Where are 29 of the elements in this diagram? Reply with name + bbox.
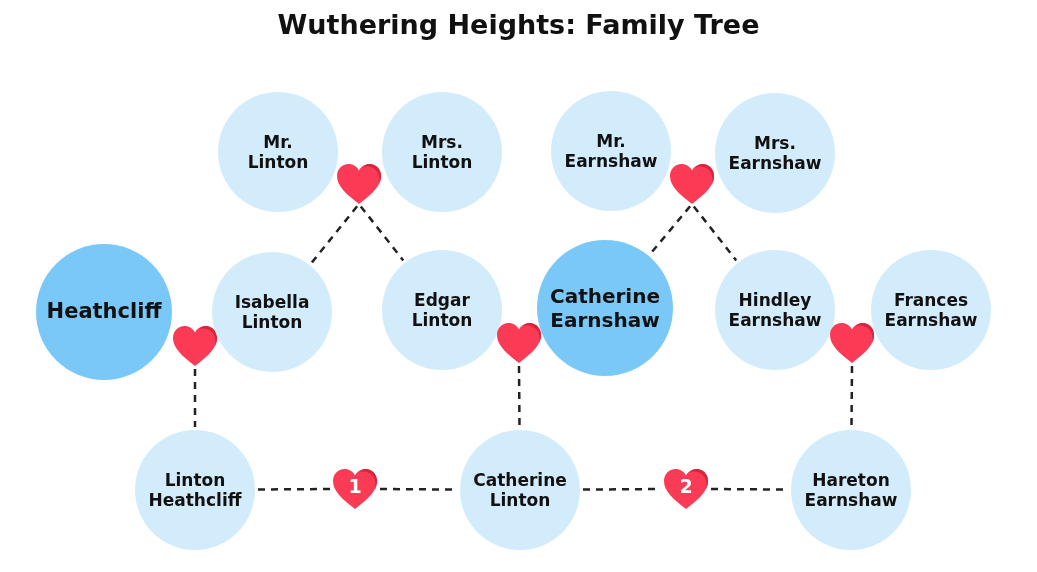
dashed-line — [692, 205, 738, 262]
heart-icon — [829, 322, 875, 364]
dashed-line — [850, 366, 854, 427]
person-name: Linton Heathcliff — [148, 469, 242, 511]
dashed-line — [649, 205, 692, 255]
heart-icon — [496, 322, 542, 364]
dashed-line — [359, 205, 405, 262]
person-name: Mrs. Linton — [411, 131, 473, 173]
heart-icon — [669, 163, 715, 205]
heart-icon — [172, 325, 218, 367]
person-name: Mr. Earnshaw — [564, 130, 658, 172]
heart-icon — [336, 163, 382, 205]
heart-number: 2 — [679, 477, 693, 496]
dashed-line — [193, 369, 197, 427]
person-name: Edgar Linton — [411, 289, 473, 331]
heart-number: 1 — [348, 477, 362, 496]
person-name: Heathcliff — [46, 299, 162, 325]
person-name: Catherine Linton — [473, 469, 567, 511]
person-name: Catherine Earnshaw — [549, 284, 661, 332]
person-name: Hareton Earnshaw — [804, 469, 898, 511]
person-name: Mr. Linton — [247, 131, 309, 173]
person-name: Frances Earnshaw — [884, 289, 978, 331]
person-name: Isabella Linton — [234, 291, 310, 333]
person-name: Mrs. Earnshaw — [728, 132, 822, 174]
dashed-line — [258, 487, 330, 491]
person-name: Hindley Earnshaw — [728, 289, 822, 331]
title: Wuthering Heights: Family Tree — [277, 9, 760, 42]
dashed-line — [517, 366, 521, 427]
dashed-line — [310, 205, 359, 264]
